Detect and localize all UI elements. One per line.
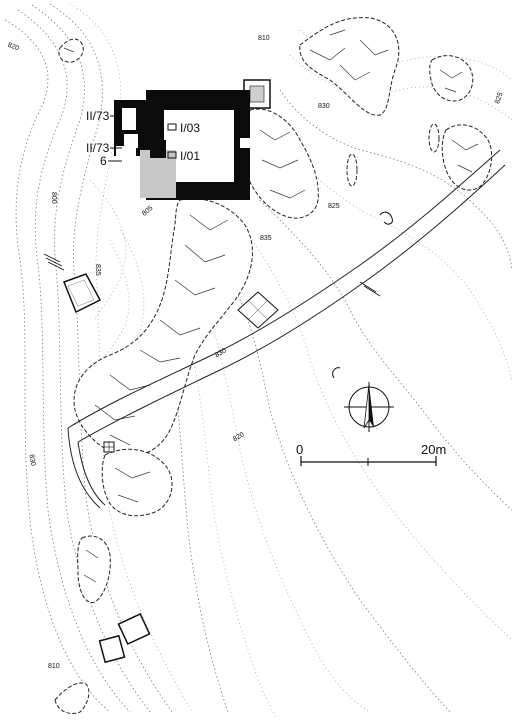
contour-label-4: 825 (494, 91, 505, 104)
room-label-6: 6 (100, 154, 107, 168)
contour-label-2: 810 (258, 35, 270, 42)
contour-label-13: 810 (48, 663, 60, 670)
north-arrow-icon (332, 367, 394, 432)
contour-label-11: 830 (27, 454, 36, 467)
rubble-lens-2 (346, 153, 358, 187)
scale-bar-start: 0 (296, 442, 303, 457)
rubble-ne (299, 17, 400, 116)
room-labels: II/73 II/73 6 I/03 I/01 (86, 109, 200, 168)
contour-label-5: 835 (260, 235, 272, 242)
scale-bar-end: 20m (421, 442, 446, 457)
room-label-1173a: II/73 (86, 109, 110, 123)
contour-label-3: 830 (318, 103, 330, 110)
rubble-sw (77, 535, 111, 604)
scale-bar: 0 20m (296, 442, 446, 466)
contour-label-6: 805 (141, 205, 155, 218)
contour-label-9: 825 (328, 203, 340, 210)
room-label-1173b: II/73 (86, 141, 110, 155)
contour-lines (4, 3, 512, 717)
hut-2 (98, 634, 126, 664)
rubble-fortress (245, 108, 319, 219)
rubble-lens-1 (428, 123, 440, 153)
rubble-south (101, 448, 173, 517)
contour-label-7: 800 (50, 192, 57, 204)
rubble-e1 (429, 55, 474, 102)
road (67, 149, 506, 509)
small-structures (43, 79, 393, 664)
rubble-e2 (441, 124, 493, 191)
contour-label-10: 830 (214, 347, 228, 359)
contour-label-1: 820 (7, 42, 20, 53)
room-label-103: I/03 (180, 121, 200, 135)
rubble-ridge (73, 198, 253, 457)
room-label-101: I/01 (180, 149, 200, 163)
contour-label-12: 820 (232, 431, 246, 443)
hut-1 (117, 612, 151, 646)
scree-areas (54, 17, 493, 714)
ruin-west (63, 273, 102, 314)
fortress (114, 90, 250, 200)
rubble-bottom (54, 682, 90, 714)
contour-label-8: 835 (94, 264, 101, 276)
